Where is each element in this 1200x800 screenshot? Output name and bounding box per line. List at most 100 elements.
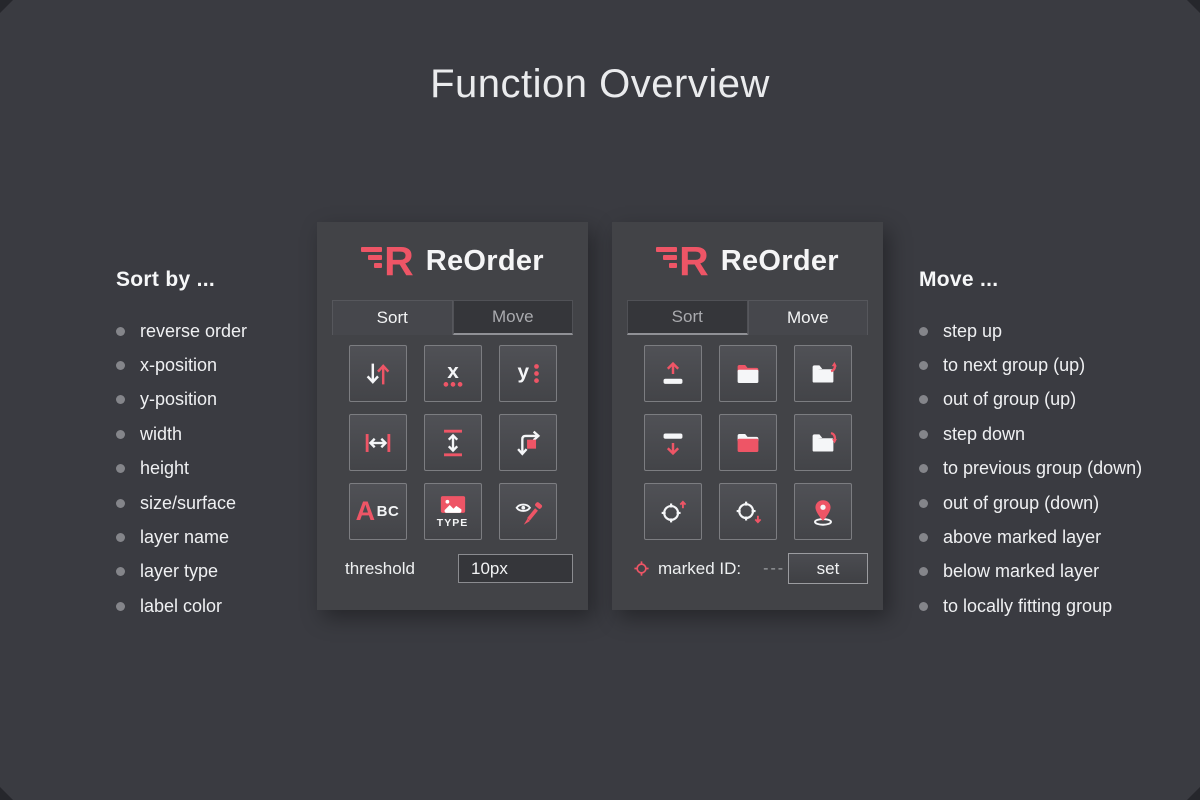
bullet-icon (116, 567, 125, 577)
bullet-icon (116, 429, 125, 439)
sort-layer-type-button[interactable]: TYPE (423, 483, 482, 540)
move-next-group-up-button[interactable] (718, 345, 777, 402)
out-of-group-up-icon (812, 361, 837, 382)
sort-button-grid: x y (348, 345, 557, 540)
app-name: ReOrder (425, 244, 544, 277)
move-locally-fitting-group-button[interactable] (793, 483, 852, 540)
bullet-icon (919, 498, 928, 508)
move-above-marked-button[interactable] (643, 483, 702, 540)
logo-r-glyph: R (384, 238, 414, 284)
tab-move[interactable]: Move (747, 300, 868, 335)
sort-by-list: Sort by ... reverse order x-position y-p… (116, 268, 247, 624)
bullet-icon (116, 395, 125, 405)
width-icon (365, 433, 390, 452)
previous-group-down-icon (737, 433, 758, 452)
reorder-panel-move: R ReOrder Sort Move (612, 222, 883, 610)
sort-layer-name-button[interactable]: A BC (348, 483, 407, 540)
move-step-up-button[interactable] (643, 345, 702, 402)
sort-size-surface-button[interactable] (498, 414, 557, 471)
move-previous-group-down-button[interactable] (718, 414, 777, 471)
list-item: to previous group (down) (919, 452, 1142, 486)
bullet-icon (116, 533, 125, 543)
list-item: x-position (116, 348, 247, 382)
sort-y-position-button[interactable]: y (498, 345, 557, 402)
x-position-icon: x (443, 359, 462, 387)
list-item-label: below marked layer (943, 561, 1100, 582)
list-item: out of group (down) (919, 486, 1142, 520)
marked-id-label: marked ID: (658, 558, 742, 578)
letters-bc: BC (376, 503, 400, 520)
letter-a: A (355, 496, 376, 526)
y-position-icon: y (517, 360, 539, 383)
below-marked-icon (736, 501, 761, 523)
marked-target-icon (634, 561, 649, 576)
above-marked-icon (661, 500, 686, 522)
logo-r-glyph: R (679, 238, 709, 284)
move-step-down-button[interactable] (643, 414, 702, 471)
move-button-grid (643, 345, 852, 540)
sort-by-items: reverse order x-position y-position widt… (116, 314, 247, 624)
list-item: height (116, 452, 247, 486)
threshold-input[interactable] (458, 554, 573, 583)
list-item: size/surface (116, 486, 247, 520)
move-out-of-group-down-button[interactable] (793, 414, 852, 471)
page-title: Function Overview (430, 62, 770, 106)
set-button[interactable]: set (788, 553, 868, 584)
logo-speed-lines-icon (361, 246, 383, 268)
layer-type-icon (440, 495, 465, 513)
list-item-label: label color (140, 595, 223, 616)
bullet-icon (919, 429, 928, 439)
list-item-label: y-position (140, 389, 218, 410)
list-item-label: step down (943, 423, 1026, 444)
bullet-icon (919, 361, 928, 371)
list-item: label color (116, 589, 247, 623)
bullet-icon (116, 361, 125, 371)
bullet-icon (116, 464, 125, 474)
move-items: step up to next group (up) out of group … (919, 314, 1142, 624)
reorder-logo-icon: R (361, 238, 414, 284)
height-icon (443, 429, 462, 456)
list-item-label: to locally fitting group (943, 595, 1113, 616)
sort-x-position-button[interactable]: x (423, 345, 482, 402)
size-surface-icon (516, 430, 540, 456)
marked-id-row: marked ID: --- set (627, 553, 868, 584)
step-up-icon (663, 361, 682, 384)
sort-width-button[interactable] (348, 414, 407, 471)
label-color-icon (515, 501, 542, 525)
panel-header: R ReOrder (317, 222, 588, 300)
sort-label-color-button[interactable] (498, 483, 557, 540)
list-item-label: step up (943, 320, 1003, 341)
layer-name-icon: A BC (356, 496, 400, 527)
type-label: TYPE (436, 516, 469, 529)
bullet-icon (116, 601, 125, 611)
bullet-icon (919, 533, 928, 543)
threshold-row: threshold (332, 553, 573, 584)
list-item-label: above marked layer (943, 527, 1102, 548)
svg-text:y: y (517, 360, 529, 383)
sort-reverse-order-button[interactable] (348, 345, 407, 402)
list-item: to locally fitting group (919, 589, 1142, 623)
bullet-icon (919, 567, 928, 577)
corner-mark (1187, 787, 1200, 800)
sort-height-button[interactable] (423, 414, 482, 471)
logo-speed-lines-icon (656, 246, 678, 268)
tab-sort[interactable]: Sort (627, 300, 748, 335)
move-out-of-group-up-button[interactable] (793, 345, 852, 402)
tab-sort[interactable]: Sort (332, 300, 453, 335)
list-item-label: layer type (140, 561, 219, 582)
out-of-group-down-icon (812, 431, 837, 451)
bullet-icon (116, 326, 125, 336)
bullet-icon (919, 326, 928, 336)
threshold-label: threshold (345, 558, 415, 578)
corner-mark (0, 0, 13, 13)
list-item: layer type (116, 555, 247, 589)
bullet-icon (919, 395, 928, 405)
reverse-order-icon (366, 363, 389, 384)
corner-mark (0, 787, 13, 800)
list-item: reverse order (116, 314, 247, 348)
tab-move[interactable]: Move (452, 300, 573, 335)
move-below-marked-button[interactable] (718, 483, 777, 540)
list-item: layer name (116, 520, 247, 554)
list-item-label: out of group (down) (943, 492, 1100, 513)
next-group-up-icon (737, 364, 758, 383)
